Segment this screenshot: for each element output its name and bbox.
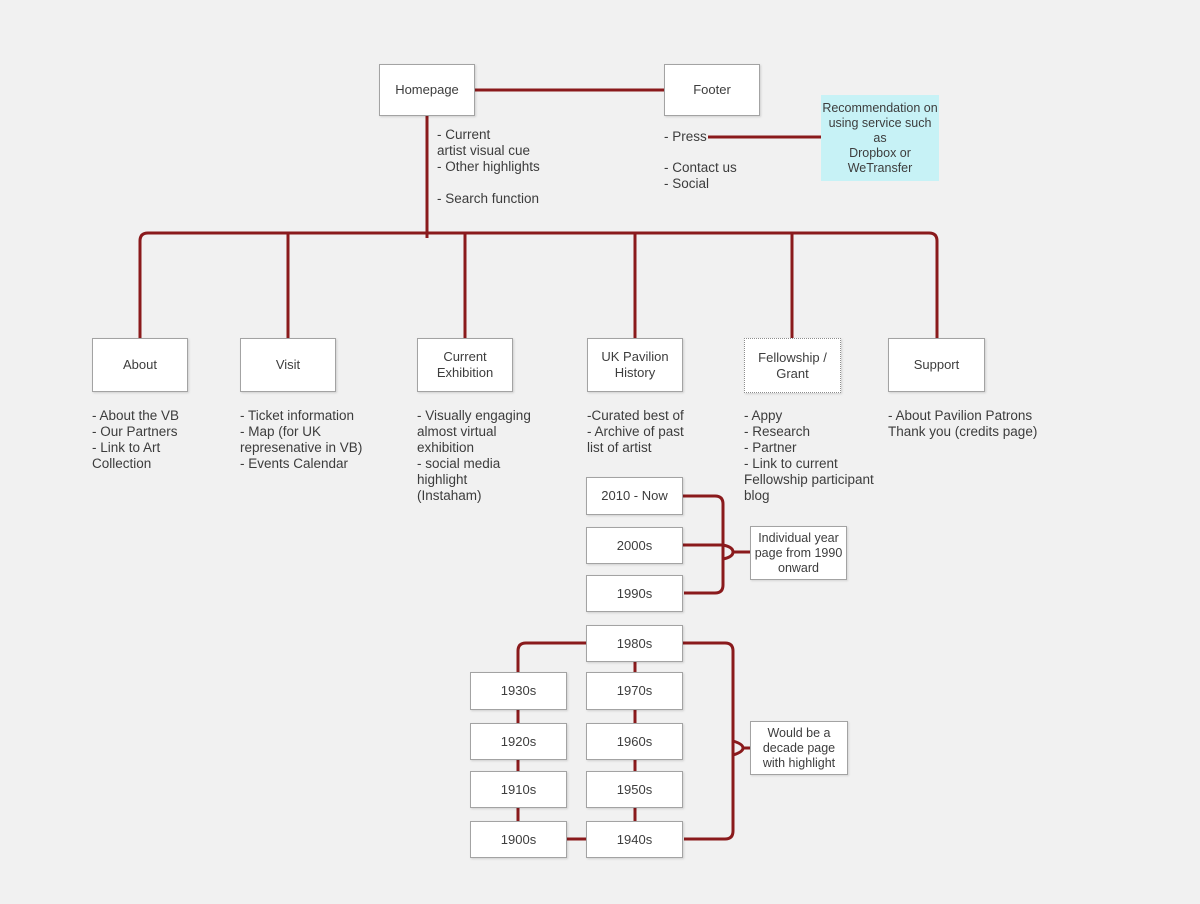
note-visit: - Ticket information - Map (for UK repre…: [240, 408, 363, 471]
note-individual-year: Individual year page from 1990 onward: [750, 526, 847, 580]
node-decade-1960s[interactable]: 1960s: [586, 723, 683, 760]
node-homepage[interactable]: Homepage: [379, 64, 475, 116]
connector-bracket-decades: [683, 641, 735, 841]
connector-bus: [138, 231, 939, 338]
node-current-exhibition[interactable]: Current Exhibition: [417, 338, 513, 392]
note-current-exhibition: - Visually engaging almost virtual exhib…: [417, 408, 531, 503]
note-uk-pavilion-history: -Curated best of - Archive of past list …: [587, 408, 684, 455]
node-visit[interactable]: Visit: [240, 338, 336, 392]
node-uk-pavilion-history[interactable]: UK Pavilion History: [587, 338, 683, 392]
node-decade-1920s[interactable]: 1920s: [470, 723, 567, 760]
node-decade-2010-now[interactable]: 2010 - Now: [586, 477, 683, 515]
note-support: - About Pavilion Patrons Thank you (cred…: [888, 408, 1038, 439]
note-footer-rest: - Contact us - Social: [664, 160, 737, 191]
node-decade-1950s[interactable]: 1950s: [586, 771, 683, 808]
connector-1980s-1930s: [516, 641, 586, 672]
note-about: - About the VB - Our Partners - Link to …: [92, 408, 180, 471]
node-decade-1910s[interactable]: 1910s: [470, 771, 567, 808]
node-decade-1970s[interactable]: 1970s: [586, 672, 683, 710]
node-decade-1940s[interactable]: 1940s: [586, 821, 683, 858]
note-recommendation: Recommendation on using service such as …: [821, 95, 939, 181]
node-fellowship-grant[interactable]: Fellowship / Grant: [744, 338, 841, 393]
node-decade-2000s[interactable]: 2000s: [586, 527, 683, 564]
node-decade-1930s[interactable]: 1930s: [470, 672, 567, 710]
node-about[interactable]: About: [92, 338, 188, 392]
note-homepage: - Current artist visual cue - Other high…: [437, 127, 540, 206]
note-decade-page: Would be a decade page with highlight: [750, 721, 848, 775]
node-decade-1980s[interactable]: 1980s: [586, 625, 683, 662]
note-footer-press: - Press: [664, 129, 707, 144]
node-support[interactable]: Support: [888, 338, 985, 392]
note-fellowship-grant: - Appy - Research - Partner - Link to cu…: [744, 408, 874, 503]
node-decade-1990s[interactable]: 1990s: [586, 575, 683, 612]
node-decade-1900s[interactable]: 1900s: [470, 821, 567, 858]
node-footer[interactable]: Footer: [664, 64, 760, 116]
